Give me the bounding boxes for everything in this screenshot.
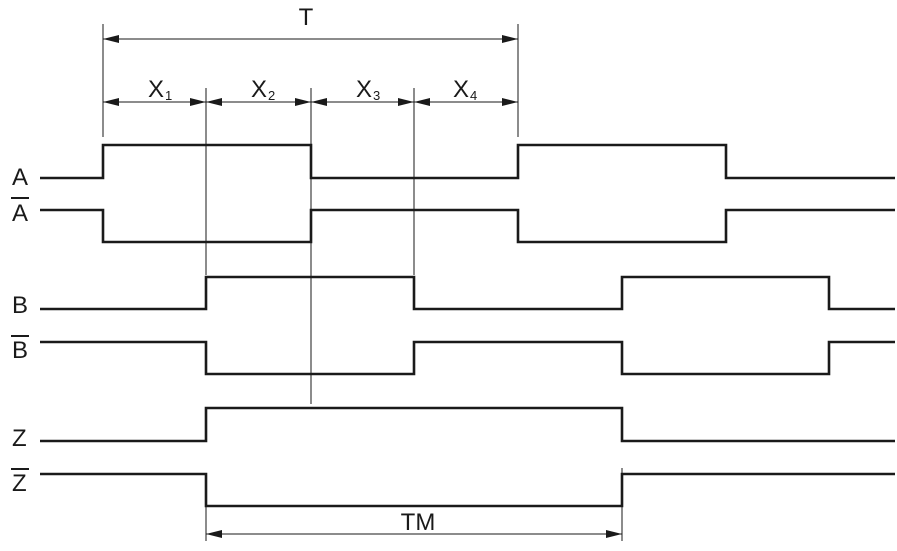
arrowhead-left [103,35,119,43]
arrowhead-x3-right [398,98,414,106]
segment-label-x4: X4 [453,76,477,103]
signal-label-b: B [12,292,28,319]
waveform-z-bar [40,472,895,508]
signal-label-a-bar: A [12,200,28,227]
signal-labels: A A B B Z Z [11,164,29,497]
segment-label-x3: X3 [356,76,380,103]
waveforms [40,143,895,508]
waveform-a-bar [40,208,895,244]
arrowhead-x1-left [103,98,119,106]
arrowhead-x3-left [311,98,327,106]
tm-label: TM [401,509,436,536]
waveform-z [40,406,895,443]
period-label: T [299,4,314,31]
arrowhead-right [502,35,518,43]
tm-arrowhead-right [606,530,622,538]
arrowhead-x2-left [206,98,222,106]
segment-dimensions: X1 X2 X3 X4 [103,76,518,404]
waveform-a [40,143,895,180]
waveform-b [40,275,895,311]
segment-label-x1: X1 [148,76,172,103]
tm-dimension: TM [205,468,623,541]
signal-label-z: Z [12,425,27,452]
arrowhead-x1-right [190,98,206,106]
arrowhead-x4-left [414,98,430,106]
arrowhead-x2-right [295,98,311,106]
signal-label-a: A [12,164,28,191]
segment-label-x2: X2 [251,76,275,103]
signal-label-b-bar: B [12,337,28,364]
arrowhead-x4-right [502,98,518,106]
waveform-b-bar [40,340,895,376]
tm-arrowhead-left [206,530,222,538]
signal-label-z-bar: Z [12,470,27,497]
period-dimension: T [102,4,519,137]
